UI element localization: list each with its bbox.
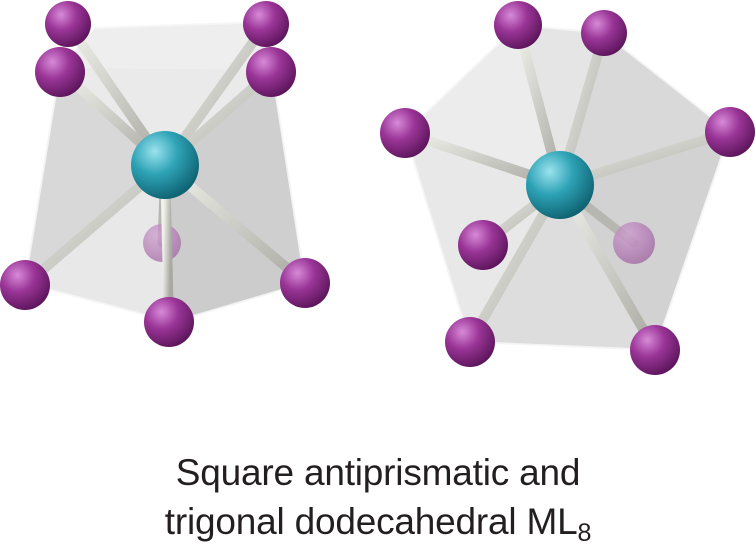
caption-line-2: trigonal dodecahedral ML8 xyxy=(0,497,756,546)
square-antiprism-structure xyxy=(0,1,330,347)
ligand-atom xyxy=(380,108,430,158)
ligand-atom xyxy=(280,258,330,308)
ligand-atom xyxy=(581,10,627,56)
square-antiprism-ligands xyxy=(0,1,330,347)
ligand-atom xyxy=(0,260,50,310)
ligand-atom xyxy=(458,220,508,270)
figure-caption: Square antiprismatic and trigonal dodeca… xyxy=(0,448,756,546)
trigonal-dodecahedron-structure xyxy=(380,1,755,375)
square-antiprism-metal-atom xyxy=(131,131,199,199)
ligand-atom xyxy=(243,1,289,47)
molecular-structures-figure xyxy=(0,1,755,375)
caption-line-2-text: trigonal dodecahedral ML xyxy=(164,501,578,542)
trigonal-dodecahedron-metal-atom xyxy=(526,151,594,219)
ligand-atom xyxy=(494,1,542,49)
caption-subscript: 8 xyxy=(577,519,592,547)
ligand-atom xyxy=(705,107,755,157)
ligand-atom xyxy=(630,325,680,375)
ligand-atom xyxy=(246,47,296,97)
trigonal-dodecahedron-ligands xyxy=(380,1,755,375)
ligand-atom xyxy=(144,297,194,347)
ligand-atom xyxy=(35,47,85,97)
ligand-atom xyxy=(45,1,91,47)
caption-line-1: Square antiprismatic and xyxy=(175,452,581,493)
ligand-atom xyxy=(445,317,495,367)
